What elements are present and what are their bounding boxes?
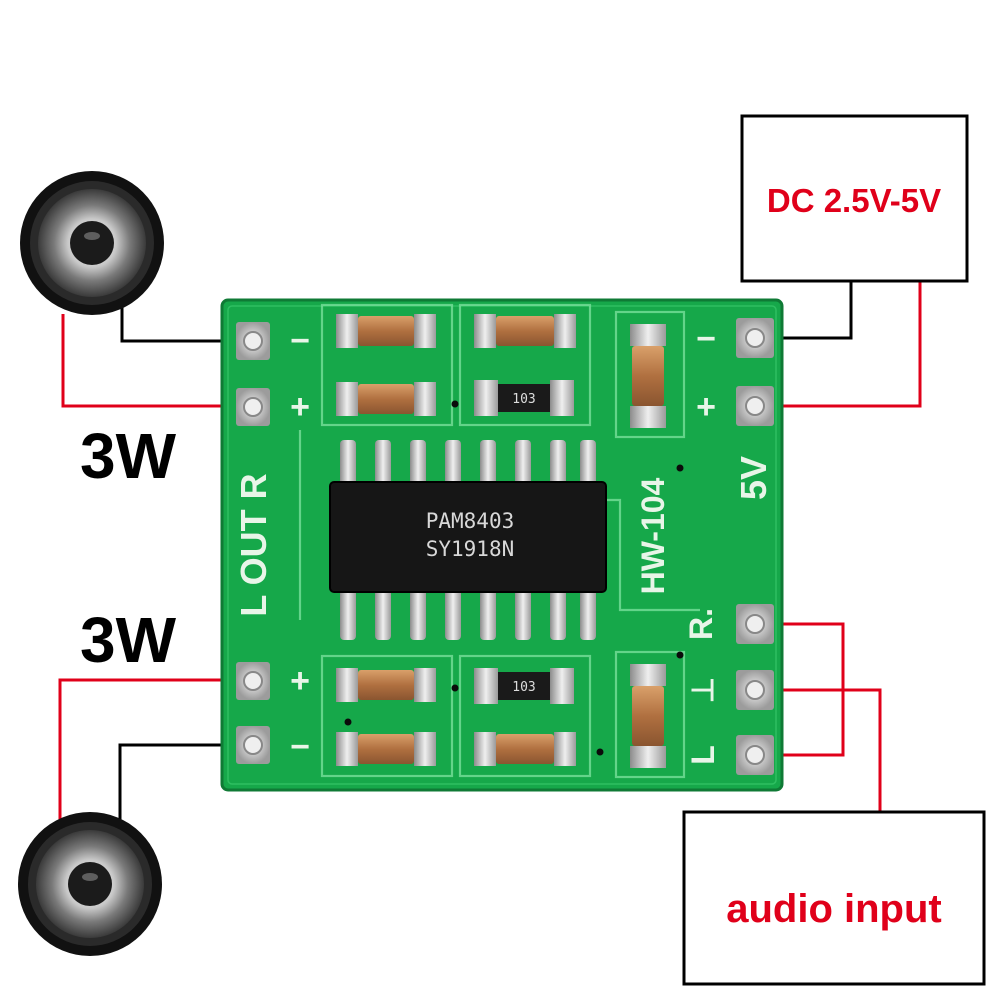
speaker-power-label-top: 3W: [80, 420, 177, 492]
pad-l-minus: [236, 726, 270, 764]
speaker-power-label-bottom: 3W: [80, 604, 177, 676]
label-power-plus: +: [696, 388, 716, 426]
pad-audio-r: [736, 604, 774, 644]
wire-power-red: [760, 281, 922, 408]
speaker-bottom: [18, 812, 162, 956]
capacitor: [336, 382, 436, 416]
label-5v: 5V: [733, 456, 774, 500]
pad-l-plus: [236, 662, 270, 700]
chip-pins-top: [340, 440, 596, 490]
vias: [344, 400, 684, 756]
pad-power-minus: [736, 318, 774, 358]
label-r-plus: +: [290, 388, 310, 426]
resistor-code: 103: [512, 680, 535, 695]
capacitor: [474, 732, 576, 766]
audio-input-label: audio input: [726, 887, 942, 931]
resistor-code: 103: [512, 392, 535, 407]
pad-power-plus: [736, 386, 774, 426]
label-l-channel: L: [685, 745, 721, 765]
pam8403-chip: PAM8403 SY1918N: [329, 440, 607, 640]
label-l-minus: −: [290, 728, 310, 766]
pad-r-plus: [236, 388, 270, 426]
power-supply-label: DC 2.5V-5V: [767, 182, 941, 219]
label-power-minus: −: [696, 320, 716, 358]
resistor-top: 103: [474, 380, 574, 416]
label-r-channel: R.: [683, 608, 719, 640]
power-supply-box: DC 2.5V-5V: [740, 114, 969, 283]
capacitor-vertical: [630, 324, 666, 428]
traces: [298, 303, 700, 779]
capacitor: [336, 668, 436, 702]
label-l-out-r: L OUT R: [233, 473, 274, 616]
wire-power-black: [760, 281, 853, 340]
resistor-bottom: 103: [474, 668, 574, 704]
wires: [58, 281, 922, 820]
chip-body: [329, 481, 607, 593]
wire-top-speaker-red: [61, 314, 250, 408]
silkscreen: − + + − L OUT R − + 5V HW-104 R. ⊥ L: [233, 320, 774, 766]
smd-components: 103 103: [336, 314, 666, 768]
audio-input-box: audio input: [682, 810, 986, 986]
amplifier-board: 103 103: [220, 298, 784, 792]
label-l-plus: +: [290, 662, 310, 700]
capacitor: [474, 314, 576, 348]
label-r-minus: −: [290, 322, 310, 360]
label-ground: ⊥: [687, 677, 720, 703]
capacitor-vertical: [630, 664, 666, 768]
wire-bottom-speaker-black: [118, 743, 250, 820]
wire-audio-gnd: [760, 688, 882, 812]
label-model: HW-104: [635, 477, 671, 594]
wire-bottom-speaker-red: [58, 678, 250, 820]
chip-label-2: SY1918N: [426, 537, 515, 561]
chip-pins-bottom: [340, 588, 596, 640]
speaker-top: [20, 171, 164, 315]
speaker-output-pads: [236, 322, 270, 764]
capacitor: [336, 314, 436, 348]
pad-audio-l: [736, 735, 774, 775]
pad-audio-gnd: [736, 670, 774, 710]
capacitor: [336, 732, 436, 766]
input-pads: [736, 318, 774, 775]
chip-label-1: PAM8403: [426, 509, 515, 533]
pad-r-minus: [236, 322, 270, 360]
